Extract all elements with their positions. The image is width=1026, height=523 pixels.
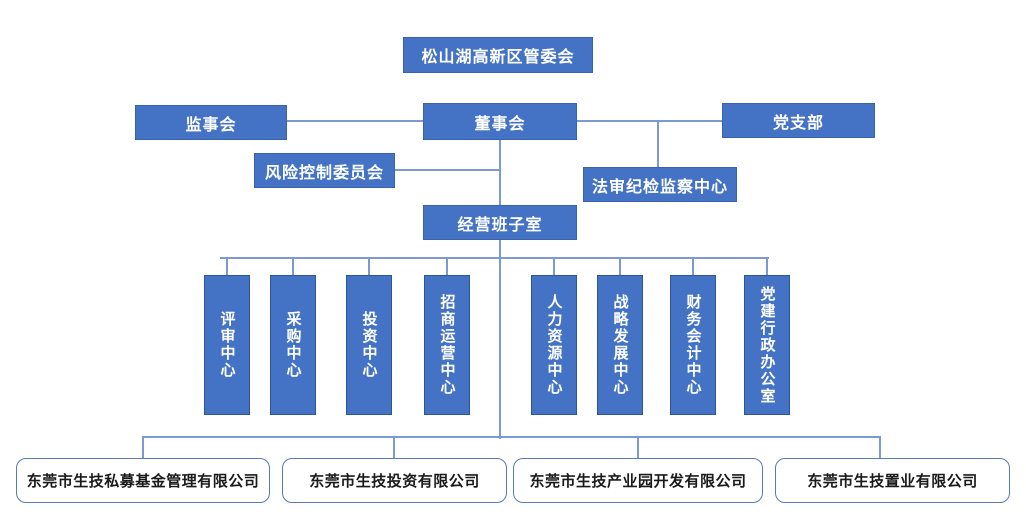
dept-human-resources-center: 人力资源中心 <box>531 275 577 415</box>
company-industrial-park-development: 东莞市生技产业园开发有限公司 <box>513 458 763 503</box>
connector-drop-company-4 <box>879 436 881 458</box>
node-risk-control-committee: 风险控制委员会 <box>254 153 395 188</box>
dept-finance-accounting-center: 财务会计中心 <box>670 275 716 415</box>
dept-party-admin-office: 党建行政办公室 <box>744 275 790 415</box>
connector-management-trunk <box>499 240 501 439</box>
node-legal-audit-center: 法审纪检监察中心 <box>583 167 737 202</box>
connector-drop-company-3 <box>637 436 639 458</box>
company-private-fund-management: 东莞市生技私募基金管理有限公司 <box>16 458 270 503</box>
connector-board-to-management <box>499 140 501 206</box>
connector-drop-dept-1 <box>226 257 228 277</box>
connector-drop-dept-3 <box>368 257 370 277</box>
connector-drop-company-2 <box>393 436 395 458</box>
dept-procurement-center: 采购中心 <box>270 275 316 415</box>
company-investment: 东莞市生技投资有限公司 <box>282 458 507 503</box>
connector-companies-bus <box>143 436 881 438</box>
dept-review-center: 评审中心 <box>204 275 250 415</box>
node-supervisory-board: 监事会 <box>135 105 287 140</box>
connector-drop-company-1 <box>142 436 144 458</box>
node-board-of-directors: 董事会 <box>423 103 577 140</box>
connector-drop-dept-7 <box>692 257 694 277</box>
dept-investment-center: 投资中心 <box>346 275 392 415</box>
connector-drop-dept-2 <box>292 257 294 277</box>
connector-drop-dept-6 <box>619 257 621 277</box>
node-party-branch: 党支部 <box>722 103 875 138</box>
connector-supervisory-to-board <box>287 120 423 122</box>
connector-departments-bus <box>220 257 769 259</box>
connector-drop-legal-audit <box>657 120 659 168</box>
node-management-team-office: 经营班子室 <box>423 205 577 240</box>
connector-drop-dept-4 <box>446 257 448 277</box>
connector-drop-dept-5 <box>553 257 555 277</box>
node-management-committee: 松山湖高新区管委会 <box>403 37 593 73</box>
dept-investment-promotion-operations-center: 招商运营中心 <box>424 275 470 415</box>
dept-strategic-development-center: 战略发展中心 <box>597 275 643 415</box>
connector-drop-dept-8 <box>766 257 768 277</box>
connector-board-to-party <box>577 120 722 122</box>
company-real-estate: 东莞市生技置业有限公司 <box>775 458 1010 503</box>
connector-risk-committee <box>395 169 499 171</box>
